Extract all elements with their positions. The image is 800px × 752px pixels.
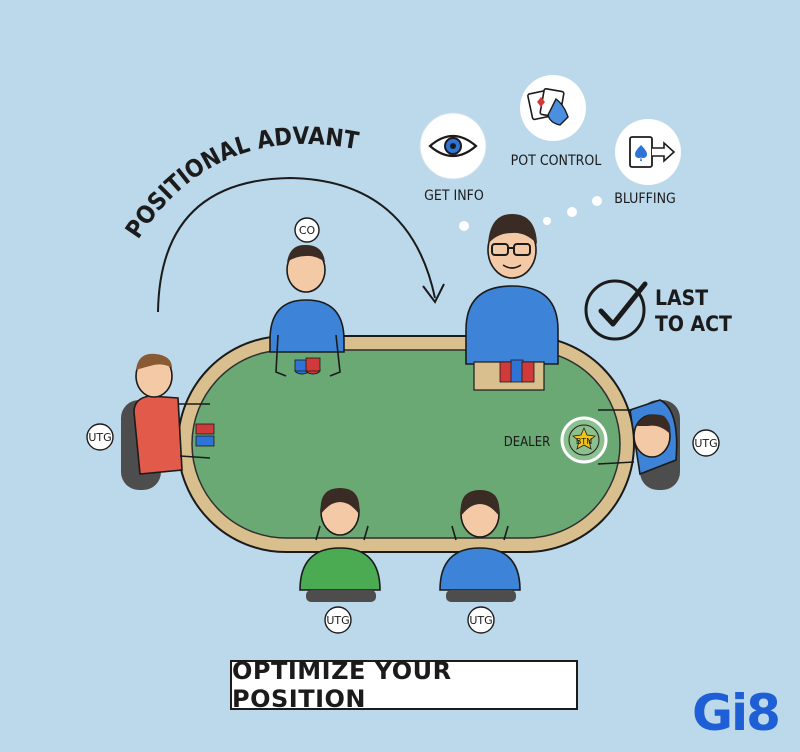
player-left xyxy=(133,353,215,475)
checkmark-icon xyxy=(584,279,648,341)
get-info-benefit: GET INFO xyxy=(419,112,487,204)
player-hero xyxy=(465,214,559,391)
last-to-act-line2: TO ACT xyxy=(655,312,732,336)
bluffing-benefit: BLUFFING xyxy=(614,119,681,207)
brand-logo: Gi8 xyxy=(692,684,781,742)
cards-hand-icon xyxy=(527,87,569,126)
seat-badge-utg-left: UTG xyxy=(86,423,114,451)
seat-utg-bottom-left-label: UTG xyxy=(326,614,349,627)
seat-co-label: CO xyxy=(299,224,316,237)
chip-stack xyxy=(294,357,321,375)
seat-badge-utg-bottom-right: UTG xyxy=(467,606,495,634)
player-right xyxy=(597,399,678,476)
last-to-act: LAST TO ACT xyxy=(584,279,732,341)
seat-badge-utg-right: UTG xyxy=(692,429,720,457)
chip-stack xyxy=(195,423,215,447)
bluffing-label: BLUFFING xyxy=(614,191,676,207)
seat-utg-right-label: UTG xyxy=(694,437,717,450)
last-to-act-line1: LAST xyxy=(655,286,708,310)
dealer-button: BTN xyxy=(560,416,608,464)
dealer-label: DEALER xyxy=(504,435,550,450)
footer-banner: OPTIMIZE YOUR POSITION xyxy=(230,657,578,713)
get-info-label: GET INFO xyxy=(424,188,484,204)
star-icon xyxy=(572,426,596,450)
player-bottom-right xyxy=(439,490,521,602)
curved-arrow-icon xyxy=(157,176,445,313)
seat-badge-utg-bottom-left: UTG xyxy=(324,606,352,634)
pot-control-benefit: POT CONTROL xyxy=(511,75,602,169)
chip-stack xyxy=(499,359,535,383)
positional-advantage-title: POSITIONAL ADVANTAGE xyxy=(0,0,361,243)
seat-badge-co: CO xyxy=(294,217,320,243)
dealer-button-text: BTN xyxy=(576,437,592,446)
seat-utg-left-label: UTG xyxy=(88,431,111,444)
player-co xyxy=(269,244,345,377)
pot-control-label: POT CONTROL xyxy=(511,153,602,169)
seat-utg-bottom-right-label: UTG xyxy=(469,614,492,627)
glasses-icon xyxy=(491,243,531,256)
eye-icon xyxy=(428,134,478,158)
card-arrow-icon xyxy=(629,136,676,168)
player-bottom-left xyxy=(299,488,381,602)
